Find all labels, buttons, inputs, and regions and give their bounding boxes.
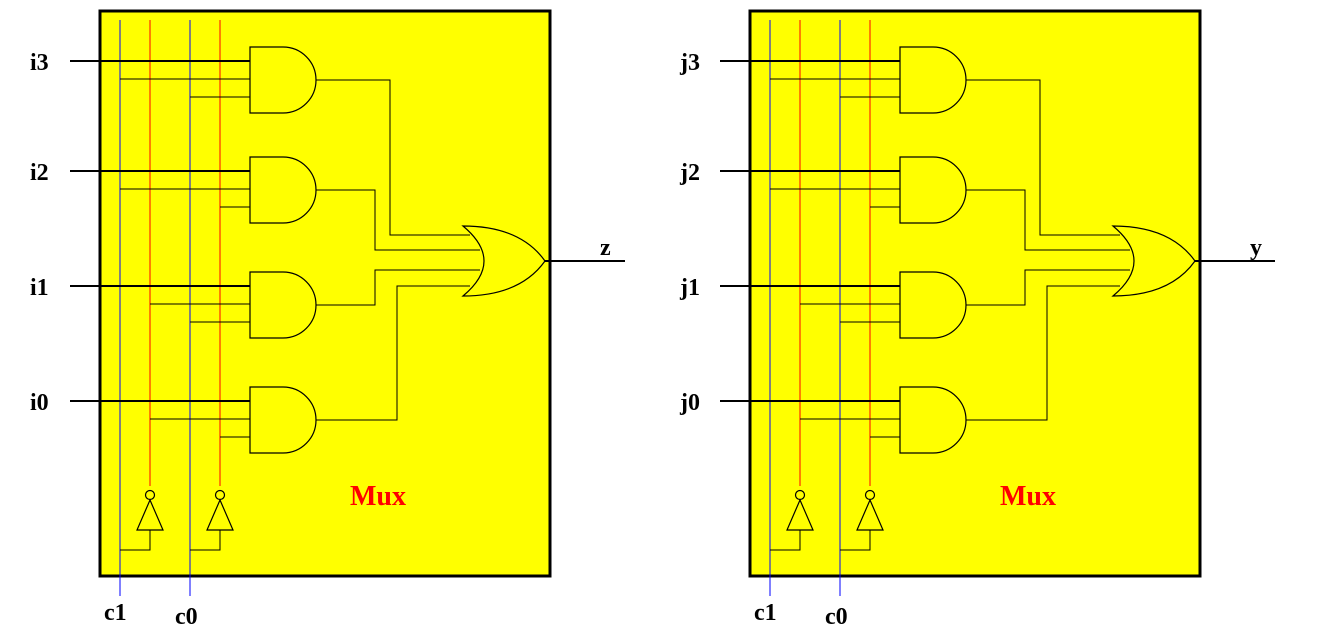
inverter-bubble — [794, 489, 806, 501]
input-label: j1 — [679, 275, 700, 301]
and-gate — [899, 271, 967, 339]
mux-box — [98, 9, 552, 578]
and-gate — [249, 386, 317, 454]
and-gate — [249, 271, 317, 339]
output-label: y — [1250, 235, 1262, 261]
select-label-c0: c0 — [825, 604, 848, 630]
and-gate — [249, 156, 317, 224]
input-label: i1 — [30, 275, 49, 301]
input-label: i2 — [30, 160, 49, 186]
mux-1: j3 j2 j1 j0 y c1 c0 Mux — [679, 9, 1275, 630]
and-gate — [249, 46, 317, 114]
or-gate — [1111, 225, 1196, 297]
input-label: i3 — [30, 50, 49, 76]
and-output-wire — [316, 269, 480, 306]
inverter-feed-wire — [770, 530, 801, 551]
and-output-wire — [316, 285, 470, 421]
and-output-wire — [966, 269, 1130, 306]
input-label: i0 — [30, 390, 49, 416]
inverter-feed-wire — [840, 530, 871, 551]
inverter-feed-wire — [120, 530, 151, 551]
select-label-c0: c0 — [175, 604, 198, 630]
input-label: j2 — [679, 160, 700, 186]
output-label: z — [600, 235, 611, 261]
mux-0: i3 i2 i1 i0 z c1 c0 Mux — [30, 9, 625, 630]
inverter-bubble — [214, 489, 226, 501]
and-output-wire — [966, 285, 1120, 421]
and-gate — [899, 46, 967, 114]
and-output-wire — [966, 79, 1120, 236]
and-output-wire — [316, 189, 480, 251]
input-label: j0 — [679, 390, 700, 416]
inverter-bubble — [864, 489, 876, 501]
or-gate — [461, 225, 546, 297]
mux-box — [748, 9, 1202, 578]
input-label: j3 — [679, 50, 700, 76]
and-output-wire — [316, 79, 470, 236]
inverter-feed-wire — [190, 530, 221, 551]
and-gate — [899, 386, 967, 454]
and-output-wire — [966, 189, 1130, 251]
select-label-c1: c1 — [104, 600, 127, 626]
mux-title: Mux — [1000, 481, 1056, 512]
mux-title: Mux — [350, 481, 406, 512]
select-label-c1: c1 — [754, 600, 777, 626]
inverter-bubble — [144, 489, 156, 501]
and-gate — [899, 156, 967, 224]
